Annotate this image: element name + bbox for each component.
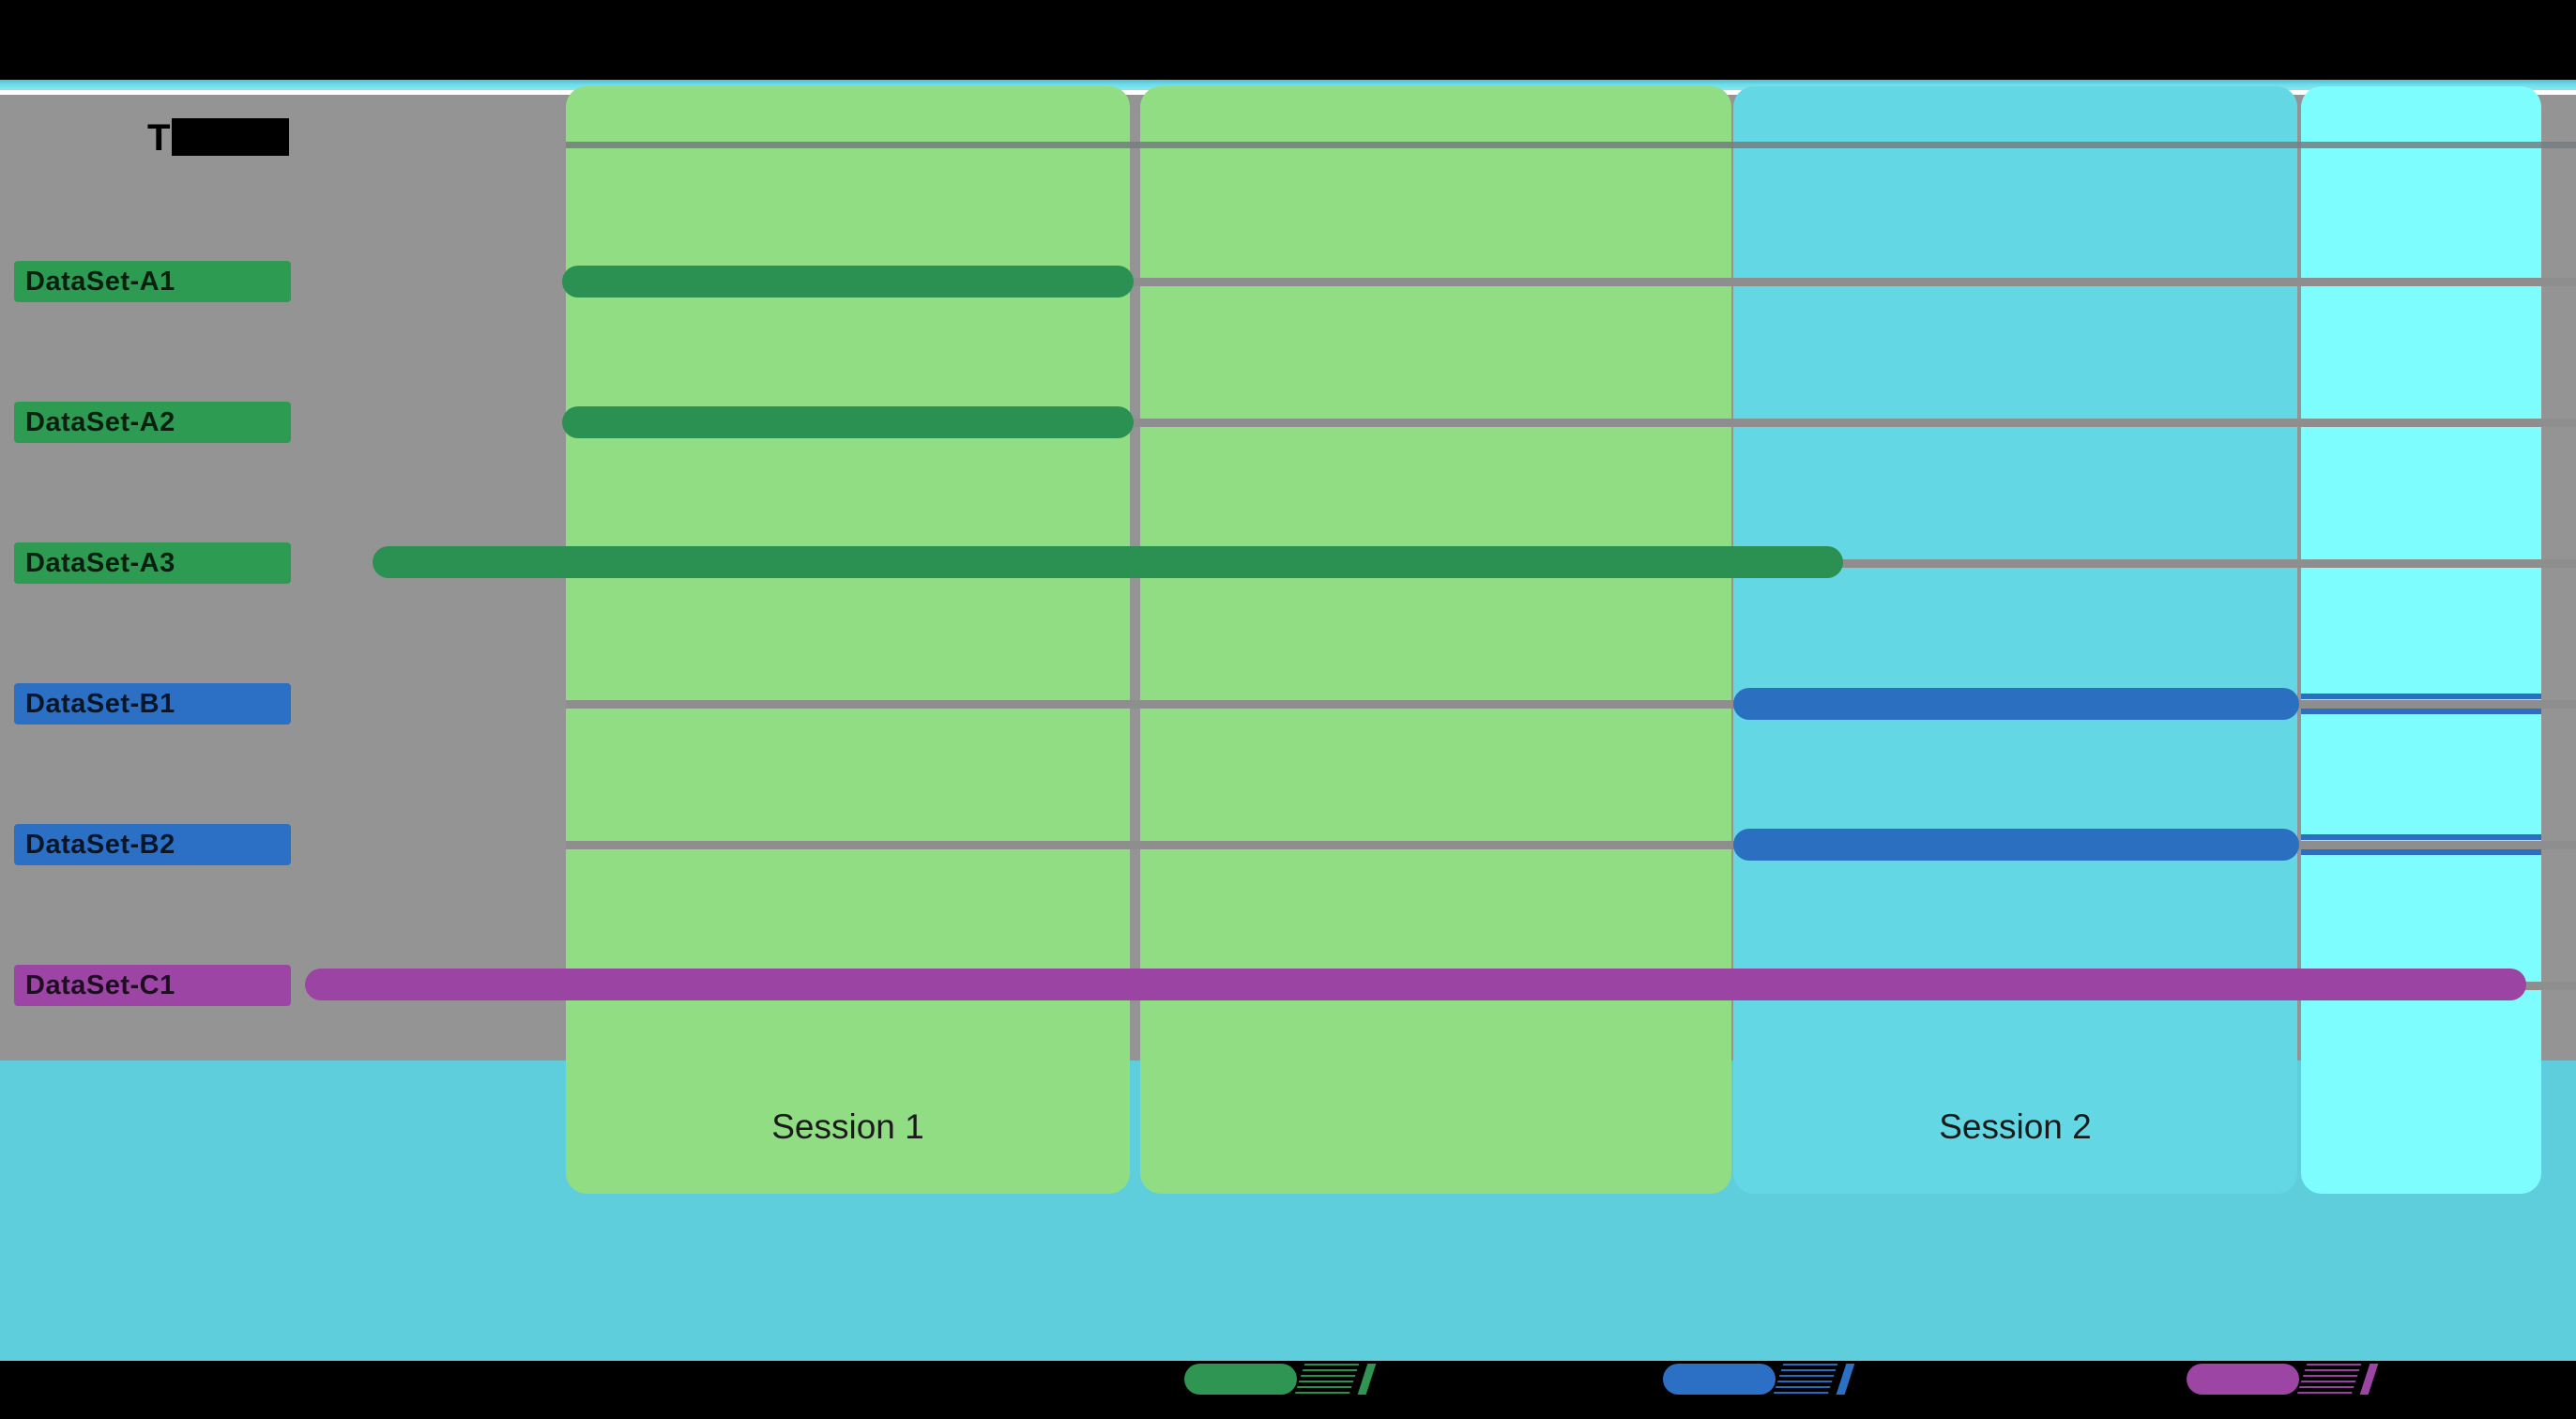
row-label-text: DataSet-A3 xyxy=(25,547,175,578)
session1-label-text: Session 1 xyxy=(771,1107,924,1146)
session2-label: Session 2 xyxy=(1733,1106,2297,1149)
row-label-dataset-b1: DataSet-B1 xyxy=(14,683,291,725)
legend-swatch-group-a xyxy=(1184,1364,1297,1395)
row4-track-blue-edge-top xyxy=(2301,694,2541,699)
overflow-band xyxy=(2301,86,2541,1194)
row-track-4 xyxy=(566,700,2576,709)
session1-band-left xyxy=(566,86,1130,1194)
row-label-dataset-c1: DataSet-C1 xyxy=(14,965,291,1006)
bar-dataset-a1 xyxy=(562,266,1134,298)
chart-title-redaction-box xyxy=(172,118,290,156)
bar-dataset-b2 xyxy=(1733,829,2299,861)
row-track-2 xyxy=(566,419,2576,427)
row-label-dataset-a1: DataSet-A1 xyxy=(14,261,291,302)
row-label-text: DataSet-B2 xyxy=(25,829,175,860)
row4-track-blue-edge-bottom xyxy=(2301,709,2541,714)
legend-swatch-group-c xyxy=(2187,1364,2299,1395)
session2-label-text: Session 2 xyxy=(1939,1107,2092,1146)
row-label-dataset-a2: DataSet-A2 xyxy=(14,402,291,443)
row-label-text: DataSet-B1 xyxy=(25,688,175,719)
row5-track-blue-edge-bottom xyxy=(2301,849,2541,855)
row-track-1 xyxy=(566,278,2576,286)
row-track-5 xyxy=(566,841,2576,849)
row-label-text: DataSet-A2 xyxy=(25,406,175,437)
row5-track-blue-edge-top xyxy=(2301,834,2541,840)
legend-swatch-group-b xyxy=(1663,1364,1776,1395)
top-gridline xyxy=(566,142,2576,148)
session1-band-right xyxy=(1140,86,1731,1194)
header-cyan-strip xyxy=(0,80,2576,90)
bar-dataset-c1 xyxy=(305,969,2526,1000)
row-label-text: DataSet-C1 xyxy=(25,969,175,1000)
session2-band xyxy=(1733,86,2297,1194)
chart-title-visible-text: T xyxy=(147,117,171,159)
row-label-text: DataSet-A1 xyxy=(25,266,175,297)
legend-streak-group-b xyxy=(1773,1364,1838,1395)
bar-dataset-b1 xyxy=(1733,688,2299,720)
session1-label: Session 1 xyxy=(566,1106,1130,1149)
chart-title: T xyxy=(147,117,290,159)
row-label-dataset-a3: DataSet-A3 xyxy=(14,542,291,584)
legend-streak-group-a xyxy=(1294,1364,1360,1395)
row-label-dataset-b2: DataSet-B2 xyxy=(14,824,291,865)
legend-streak-group-c xyxy=(2296,1364,2362,1395)
bar-dataset-a2 xyxy=(562,406,1134,438)
bar-dataset-a3 xyxy=(373,546,1843,578)
